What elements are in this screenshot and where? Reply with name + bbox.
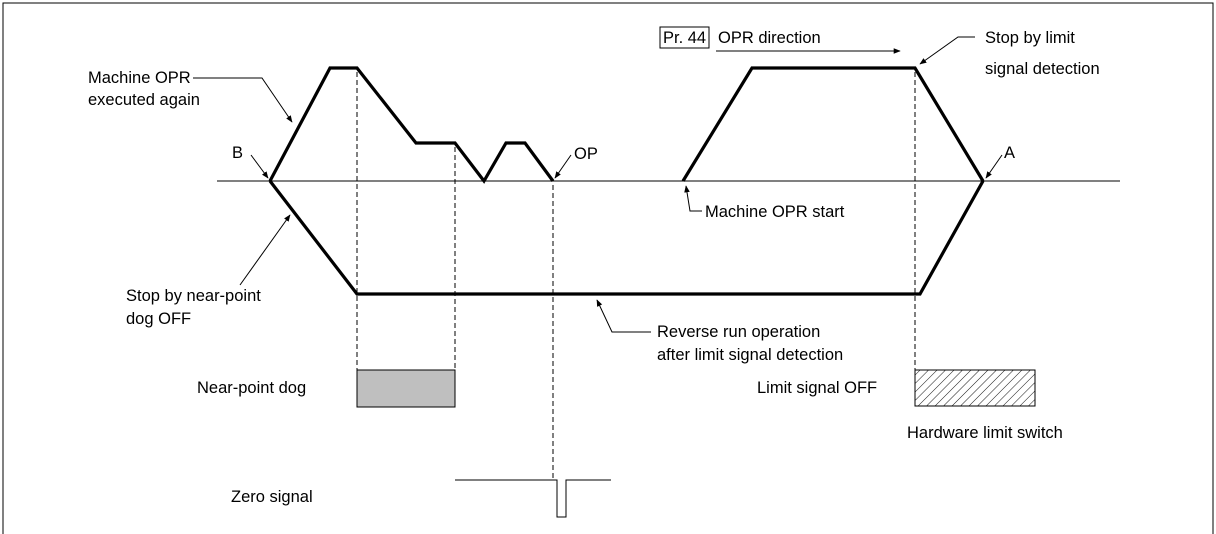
zero-signal-label: Zero signal [231, 488, 313, 506]
machine-opr-again-line2: executed again [88, 91, 200, 109]
opr-forward-run-line [681, 66, 985, 182]
hardware-limit-switch-block [914, 369, 1036, 407]
stop-by-near-line1: Stop by near-point [126, 287, 261, 305]
stop-by-limit-label-line2: signal detection [985, 60, 1100, 78]
reverse-run-line [268, 180, 985, 296]
near-point-dog-label: Near-point dog [197, 379, 306, 397]
point-b-leader [250, 154, 269, 179]
reverse-run-line2: after limit signal detection [657, 346, 843, 364]
point-a-label: A [1004, 144, 1015, 162]
machine-opr-again-line1: Machine OPR [88, 69, 191, 87]
limit-signal-off-label: Limit signal OFF [757, 379, 877, 397]
stop-by-near-line2: dog OFF [126, 310, 191, 328]
machine-opr-start-label: Machine OPR start [705, 203, 845, 221]
pr44-box [659, 26, 710, 49]
point-a-leader [985, 154, 1003, 179]
stop-by-limit-label-line1: Stop by limit [985, 29, 1075, 47]
opr-direction-label: OPR direction [718, 29, 821, 47]
near-point-dog-block [356, 369, 456, 408]
zero-signal-waveform [455, 479, 611, 518]
pr44-label: Pr. 44 [663, 29, 706, 47]
machine-opr-start-leader [684, 185, 702, 212]
reverse-run-line1: Reverse run operation [657, 323, 820, 341]
machine-opr-again-leader [193, 77, 293, 123]
stop-by-limit-leader [919, 36, 975, 65]
opr-rerun-line [268, 66, 555, 184]
hardware-limit-switch-label: Hardware limit switch [907, 424, 1063, 442]
point-b-label: B [232, 144, 243, 162]
reverse-run-leader [596, 299, 651, 333]
op-leader [554, 154, 572, 179]
stop-by-near-leader [239, 214, 291, 286]
op-label: OP [574, 145, 598, 163]
